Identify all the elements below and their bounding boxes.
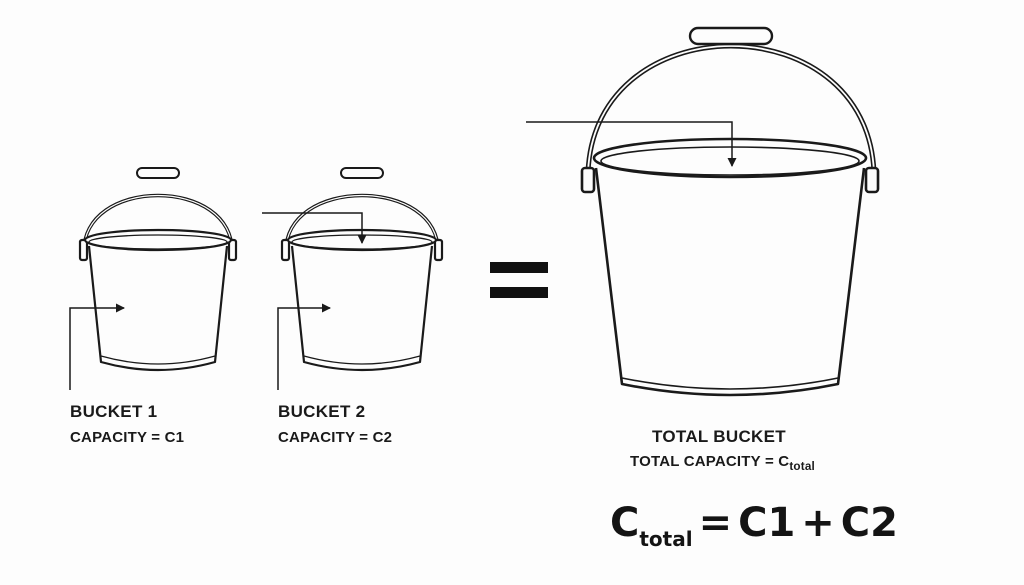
formula-equals: = [698,500,733,546]
equals-sign [490,262,548,298]
bucket-1-capacity: CAPACITY = C1 [70,429,184,446]
bucket-1-icon [78,167,238,372]
bucket-2-capacity-symbol: C2 [372,429,393,446]
total-bucket-icon [580,26,880,397]
bucket-2-rim-arrow [262,212,367,244]
formula-term-1: C1 [738,500,796,546]
total-capacity-subscript: total [789,460,815,474]
bucket-1-capacity-symbol: C1 [164,429,185,446]
bucket-2-capacity-prefix: CAPACITY = [278,429,373,446]
bucket-1-title: BUCKET 1 [70,402,158,421]
bucket-2-side-arrow [277,303,331,390]
bucket-1-arrow [69,303,125,390]
total-capacity: TOTAL CAPACITY = Ctotal [630,453,815,474]
formula-plus: + [801,500,835,546]
formula-lhs-symbol: C [610,500,640,546]
bucket-2-icon [280,167,444,372]
formula-term-2: C2 [840,500,898,546]
total-capacity-symbol: C [778,453,790,470]
bucket-1-capacity-prefix: CAPACITY = [70,429,165,446]
total-bucket-title: TOTAL BUCKET [652,427,786,446]
capacity-formula: Ctotal=C1+C2 [610,500,898,551]
total-bucket-rim-arrow [526,121,737,167]
bucket-2-title: BUCKET 2 [278,402,366,421]
total-capacity-prefix: TOTAL CAPACITY = [630,453,779,470]
bucket-2-capacity: CAPACITY = C2 [278,429,392,446]
formula-lhs-subscript: total [639,527,693,551]
